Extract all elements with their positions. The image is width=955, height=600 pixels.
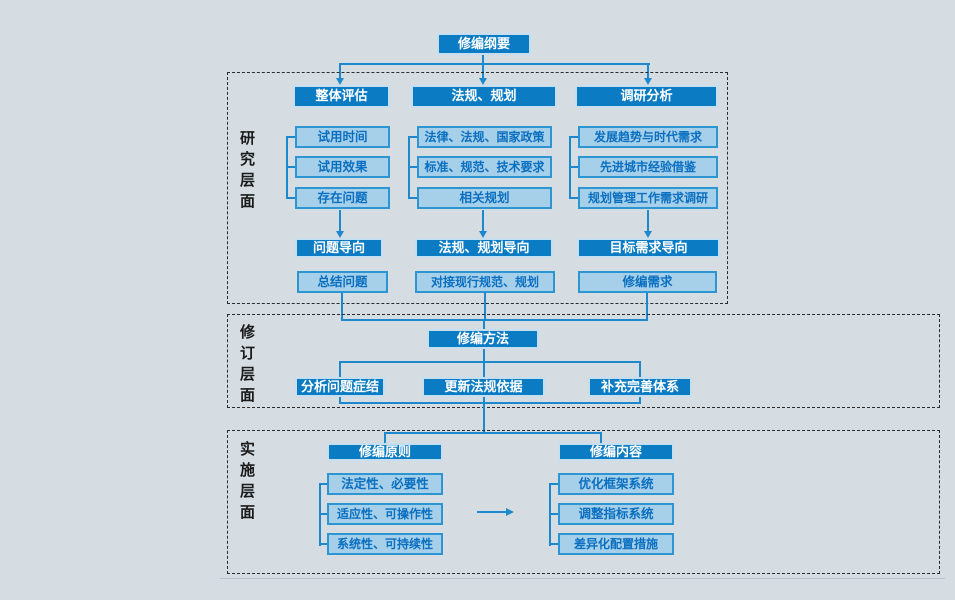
bracket-line: [569, 136, 578, 138]
result-node: 总结问题: [297, 271, 388, 293]
node-regulations-planning: 法规、规划: [411, 85, 557, 108]
connector-line: [341, 319, 648, 321]
connector-line: [482, 55, 484, 64]
connector-line: [339, 63, 650, 65]
arrow-right-icon: [506, 508, 514, 516]
node-improve-system: 补充完善体系: [588, 377, 692, 397]
bracket-line: [286, 166, 295, 168]
arrow-down-icon: [336, 231, 344, 238]
child-node: 发展趋势与时代需求: [578, 126, 718, 148]
section-revision-label: 修订层面: [238, 324, 256, 408]
bracket-line: [549, 483, 558, 485]
child-node: 差异化配置措施: [558, 533, 674, 555]
node-analyze-problems: 分析问题症结: [295, 377, 385, 397]
bracket-line: [569, 166, 578, 168]
connector-line: [647, 210, 649, 232]
connector-line: [384, 434, 386, 443]
child-node: 适应性、可操作性: [327, 503, 443, 525]
connector-line: [483, 349, 485, 362]
arrow-down-icon: [336, 78, 344, 85]
child-node: 法定性、必要性: [327, 473, 443, 495]
bottom-divider: [220, 578, 945, 579]
connector-line: [484, 293, 486, 321]
connector-line: [339, 397, 341, 404]
bracket-line: [286, 136, 295, 138]
node-regulation-oriented: 法规、规划导向: [415, 238, 553, 258]
node-revision-principles: 修编原则: [327, 443, 443, 461]
bracket-line: [286, 197, 295, 199]
section-revision-frame: [227, 314, 940, 408]
child-node: 规划管理工作需求调研: [578, 187, 718, 209]
section-implementation-frame: [227, 430, 940, 574]
connector-line: [339, 210, 341, 232]
section-research-frame: [227, 72, 728, 304]
child-node: 试用时间: [295, 126, 390, 148]
bracket-line: [408, 197, 417, 199]
result-node: 修编需求: [578, 271, 717, 293]
node-update-regulations: 更新法规依据: [422, 377, 545, 397]
connector-line: [483, 404, 485, 433]
child-node: 法律、法规、国家政策: [417, 126, 552, 148]
child-node: 调整指标系统: [558, 503, 674, 525]
arrow-down-icon: [644, 231, 652, 238]
child-node: 先进城市经验借鉴: [578, 156, 718, 178]
child-node: 相关规划: [417, 187, 552, 209]
child-node: 优化框架系统: [558, 473, 674, 495]
node-overall-evaluation: 整体评估: [293, 85, 390, 108]
bracket-line: [408, 166, 417, 168]
child-node: 系统性、可持续性: [327, 533, 443, 555]
arrow-down-icon: [479, 231, 487, 238]
root-node: 修编纲要: [437, 33, 531, 55]
bracket-line: [319, 513, 327, 515]
bracket-line: [319, 483, 327, 485]
bracket-line: [549, 513, 558, 515]
connector-line: [646, 293, 648, 321]
node-revision-content: 修编内容: [558, 443, 674, 461]
node-goal-demand-oriented: 目标需求导向: [577, 238, 720, 258]
connector-line: [639, 397, 641, 404]
child-node: 存在问题: [295, 187, 390, 209]
section-research-label: 研究层面: [238, 130, 256, 214]
arrow-down-icon: [644, 78, 652, 85]
connector-line: [339, 363, 341, 377]
connector-line: [341, 293, 343, 321]
section-implementation-label: 实施层面: [238, 441, 256, 525]
child-node: 试用效果: [295, 156, 390, 178]
connector-line: [483, 397, 485, 404]
connector-line: [600, 434, 602, 443]
bracket-line: [408, 136, 417, 138]
node-revision-method: 修编方法: [427, 329, 539, 349]
node-problem-oriented: 问题导向: [295, 238, 383, 258]
connector-line: [482, 210, 484, 232]
result-node: 对接现行规范、规划: [415, 271, 555, 293]
connector-line: [639, 363, 641, 377]
bracket-line: [569, 197, 578, 199]
arrow-down-icon: [479, 78, 487, 85]
connector-line: [483, 321, 485, 329]
connector-line: [339, 361, 641, 363]
connector-line: [483, 363, 485, 377]
child-node: 标准、规范、技术要求: [417, 156, 552, 178]
connector-line: [477, 511, 507, 513]
connector-line: [384, 432, 602, 434]
bracket-line: [319, 543, 327, 545]
bracket-line: [549, 543, 558, 545]
node-research-analysis: 调研分析: [575, 85, 718, 108]
connector-line: [339, 402, 641, 404]
